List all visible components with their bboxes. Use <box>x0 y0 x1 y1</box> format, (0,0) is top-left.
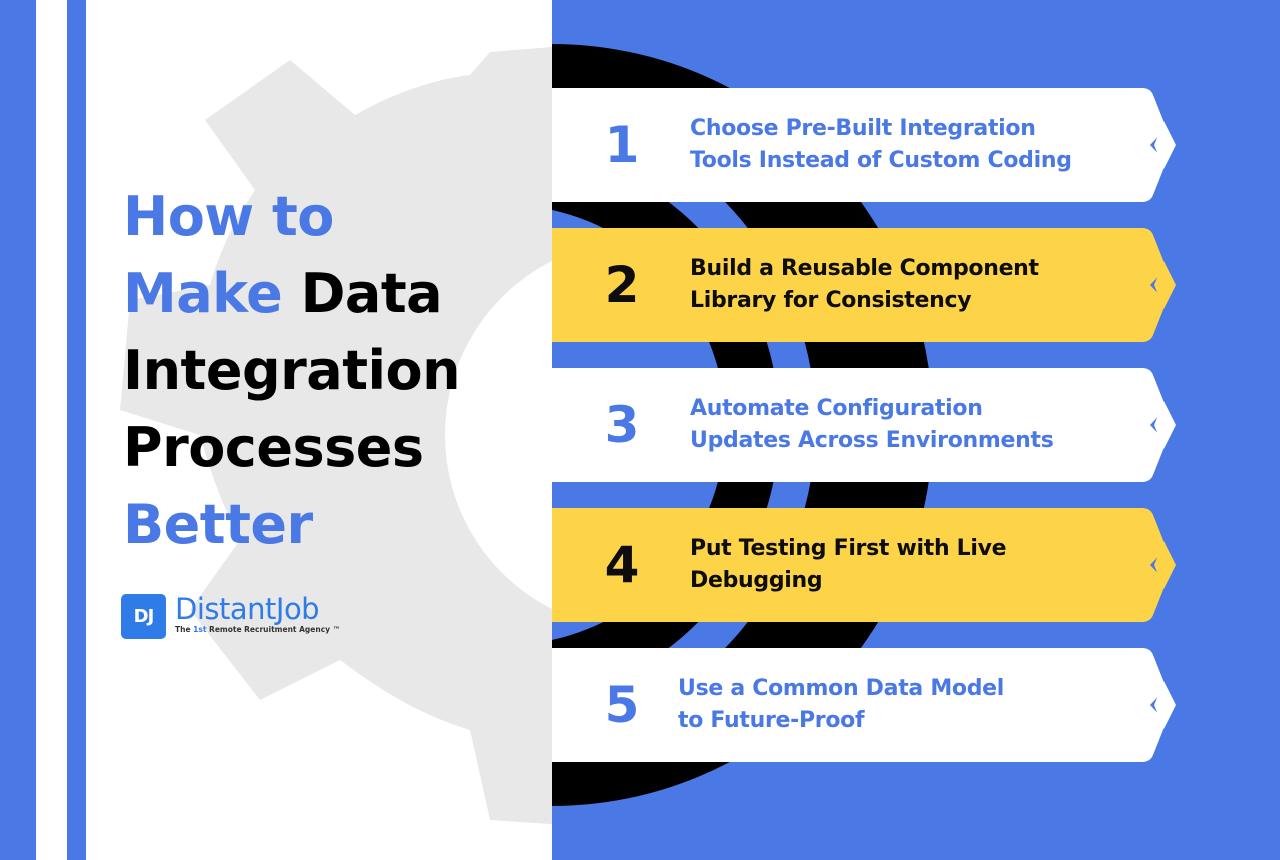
accent-bar-left <box>0 0 36 860</box>
logo-name: DistantJob <box>175 592 320 626</box>
step-text: Automate Configuration Updates Across En… <box>690 396 1054 453</box>
title-line-4: Processes <box>123 416 424 479</box>
step-text: Choose Pre-Built Integration Tools Inste… <box>690 116 1072 173</box>
logo-tagline: The 1st Remote Recruitment Agency ™ <box>175 625 341 634</box>
title-line-1: How to <box>123 185 334 248</box>
step-text: Put Testing First with Live Debugging <box>690 536 1007 593</box>
card-shape <box>552 648 1176 762</box>
accent-bar-left-thin <box>67 0 86 860</box>
step-number: 4 <box>604 536 640 594</box>
card-shape <box>552 88 1176 202</box>
step-text: Build a Reusable Component Library for C… <box>690 256 1039 313</box>
logo-mark-icon: DJ <box>121 594 166 639</box>
title-line-5: Better <box>123 493 313 556</box>
page-title: How to Make Data Integration Processes B… <box>123 178 543 563</box>
step-number: 1 <box>604 116 640 174</box>
step-number: 3 <box>604 396 640 454</box>
step-card-3: 3 Automate Configuration Updates Across … <box>552 368 1178 482</box>
step-text: Use a Common Data Model to Future-Proof <box>678 676 1005 733</box>
step-card-4: 4 Put Testing First with Live Debugging <box>552 508 1178 622</box>
step-number: 5 <box>604 676 640 734</box>
card-shape <box>552 228 1176 342</box>
distantjob-logo: DJ DistantJob The 1st Remote Recruitment… <box>121 594 340 639</box>
title-highlight: Make <box>123 262 283 325</box>
title-line-2: Make Data <box>123 255 543 332</box>
title-text: Data <box>282 262 443 325</box>
logo-text: DistantJob The 1st Remote Recruitment Ag… <box>175 594 340 634</box>
title-line-3: Integration <box>123 339 461 402</box>
step-card-5: 5 Use a Common Data Model to Future-Proo… <box>552 648 1178 762</box>
card-shape <box>552 368 1176 482</box>
step-number: 2 <box>604 256 640 314</box>
step-card-1: 1 Choose Pre-Built Integration Tools Ins… <box>552 88 1178 202</box>
card-shape <box>552 508 1176 622</box>
step-card-2: 2 Build a Reusable Component Library for… <box>552 228 1178 342</box>
